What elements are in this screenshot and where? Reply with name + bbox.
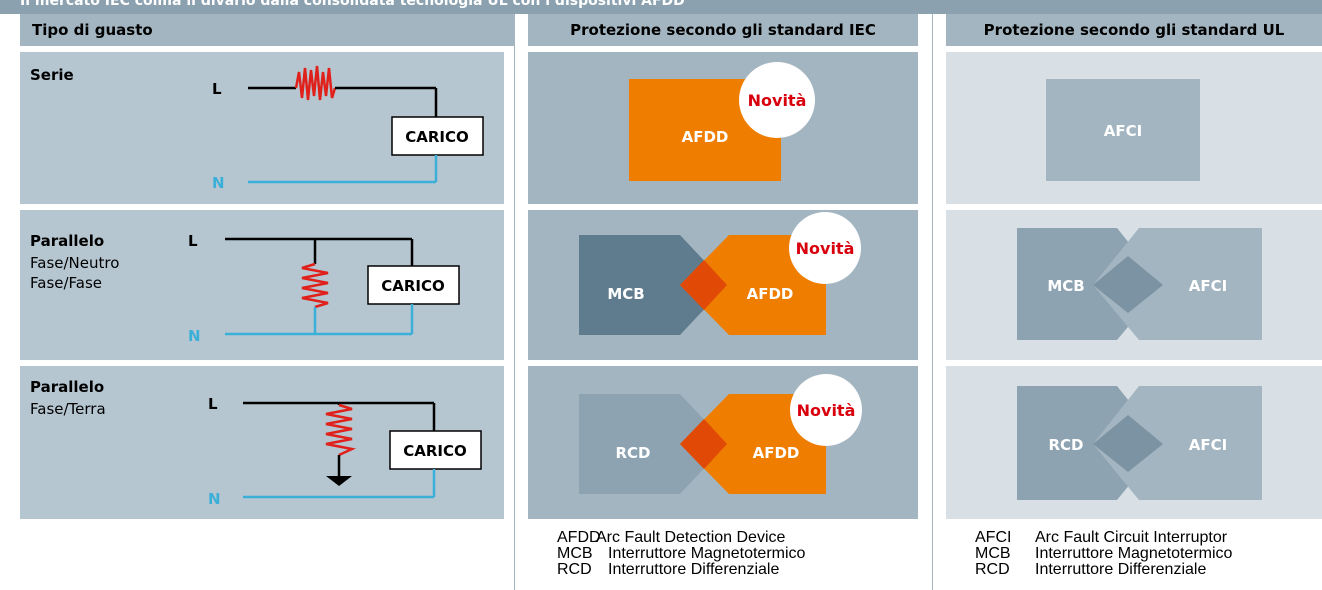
legend-desc: Arc Fault Detection Device: [596, 529, 786, 546]
afdd-block: [680, 394, 826, 494]
afci-block: [1093, 386, 1262, 500]
legend-row: MCB Interruttore Magnetotermico: [975, 546, 1232, 562]
afdd-block: [680, 235, 826, 335]
fault-subtitle: Fase/Neutro: [30, 254, 120, 272]
arc-fault-icon: [294, 65, 337, 101]
new-badge: [790, 374, 862, 446]
new-badge: [739, 62, 815, 138]
mcb-block: [579, 235, 727, 335]
legend-abbr: AFDD: [557, 529, 601, 546]
ul-series-device: AFCI: [1046, 79, 1200, 181]
fault-subtitle: Fase/Fase: [30, 274, 103, 292]
afci-label: AFCI: [1189, 436, 1227, 454]
column-divider: [514, 14, 515, 590]
load-box: [389, 430, 482, 470]
iec-series-device: AFDD Novità: [629, 62, 815, 181]
legend-desc: Interruttore Magnetotermico: [1035, 545, 1233, 562]
ul-parallel-earth-device: RCD AFCI: [1017, 386, 1262, 500]
fault-subtitle: Fase/Terra: [30, 400, 106, 418]
legend-abbr: MCB: [557, 545, 593, 562]
parallel-phase-circuit: L CARICO N: [188, 232, 460, 345]
ul-header: Protezione secondo gli standard UL: [946, 14, 1322, 46]
legend-abbr: RCD: [975, 561, 1010, 578]
afci-block: [1093, 228, 1262, 340]
afdd-label: AFDD: [753, 444, 800, 462]
legend-desc: Arc Fault Circuit Interruptor: [1035, 529, 1228, 546]
ul-legend: AFCI Arc Fault Circuit Interruptor MCB Int…: [975, 530, 1232, 578]
afci-label: AFCI: [1104, 122, 1142, 140]
afci-block: [1046, 79, 1200, 181]
legend-row: RCD Interruttore Differenziale: [557, 562, 805, 578]
iec-header-text: Protezione secondo gli standard IEC: [570, 21, 876, 39]
new-badge-text: Novità: [796, 239, 855, 258]
fault-type-header: Tipo di guasto: [20, 14, 514, 46]
line-label: L: [212, 80, 222, 98]
banner-text: Il mercato IEC colma il divario dalla co…: [20, 0, 685, 9]
afci-label: AFCI: [1189, 277, 1227, 295]
ground-icon: [326, 476, 352, 486]
iec-parallel-phase-device: MCB AFDD Novità: [579, 212, 861, 335]
series-circuit: L CARICO N: [212, 65, 484, 192]
legend-desc: Interruttore Magnetotermico: [608, 545, 806, 562]
fault-title: Serie: [30, 66, 74, 84]
iec-header: Protezione secondo gli standard IEC: [528, 14, 918, 46]
overlap-area: [1093, 256, 1163, 313]
legend-abbr: AFCI: [975, 529, 1012, 546]
arc-fault-icon: [325, 403, 357, 457]
line-label: L: [188, 232, 198, 250]
load-label: CARICO: [405, 128, 469, 146]
neutral-label: N: [188, 327, 201, 345]
legend-row: RCD Interruttore Differenziale: [975, 562, 1232, 578]
load-box: [391, 116, 484, 156]
rcd-label: RCD: [615, 444, 650, 462]
parallel-earth-circuit: L CARICO N: [208, 395, 482, 508]
fault-title: Parallelo: [30, 378, 105, 396]
iec-parallel-earth-device: RCD AFDD Novità: [579, 374, 862, 494]
title-banner: Il mercato IEC colma il divario dalla co…: [0, 0, 1322, 14]
column-divider: [932, 14, 933, 590]
new-badge-text: Novità: [748, 91, 807, 110]
load-box: [367, 265, 460, 305]
legend-row: MCB Interruttore Magnetotermico: [557, 546, 805, 562]
overlap-area: [680, 260, 727, 310]
legend-desc: Interruttore Differenziale: [1035, 561, 1207, 578]
fault-type-header-text: Tipo di guasto: [32, 21, 153, 39]
fault-title: Parallelo: [30, 232, 105, 250]
neutral-label: N: [208, 490, 221, 508]
rcd-label: RCD: [1048, 436, 1083, 454]
overlap-area: [1093, 415, 1163, 472]
line-label: L: [208, 395, 218, 413]
afdd-label: AFDD: [747, 285, 794, 303]
overlap-area: [680, 419, 727, 469]
rcd-block: [579, 394, 727, 494]
legend-row: AFCI Arc Fault Circuit Interruptor: [975, 530, 1232, 546]
legend-desc: Interruttore Differenziale: [608, 561, 780, 578]
ul-header-text: Protezione secondo gli standard UL: [983, 21, 1285, 39]
afdd-label: AFDD: [682, 128, 729, 146]
new-badge-text: Novità: [797, 401, 856, 420]
new-badge: [789, 212, 861, 284]
neutral-label: N: [212, 174, 225, 192]
mcb-label: MCB: [607, 285, 644, 303]
load-label: CARICO: [381, 277, 445, 295]
mcb-label: MCB: [1047, 277, 1084, 295]
load-label: CARICO: [403, 442, 467, 460]
legend-abbr: MCB: [975, 545, 1011, 562]
legend-abbr: RCD: [557, 561, 592, 578]
ul-parallel-phase-device: MCB AFCI: [1017, 228, 1262, 340]
arc-fault-icon: [301, 262, 329, 309]
